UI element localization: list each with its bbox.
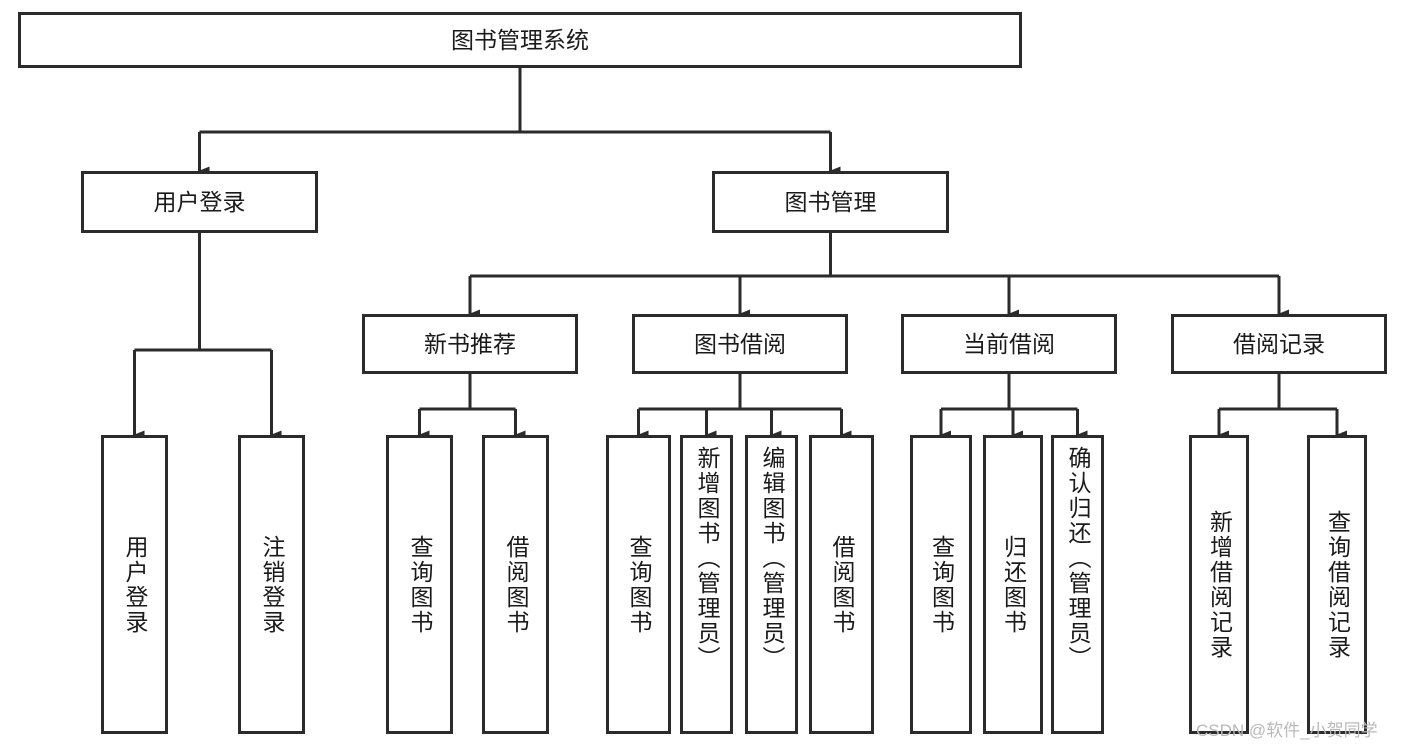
node-leaf-query-book-1: 查询图书 [386,435,453,734]
node-label: 注销登录 [259,534,285,635]
node-label: 借阅图书 [829,534,855,635]
node-label: 查询图书 [407,534,433,635]
node-label: 当前借阅 [963,330,1055,357]
node-label: 编辑图书（管理员） [759,446,785,671]
node-label: 查询借阅记录 [1324,509,1351,660]
node-leaf-confirm-return-admin: 确认归还（管理员） [1051,435,1104,734]
node-leaf-user-login: 用户登录 [101,435,168,734]
node-label: 查询图书 [928,534,955,635]
node-label: 新书推荐 [424,330,516,357]
node-leaf-edit-book-admin: 编辑图书（管理员） [745,435,798,734]
node-user-login: 用户登录 [81,171,318,233]
node-leaf-borrow-book-2: 借阅图书 [809,435,874,734]
node-leaf-query-borrow-record: 查询借阅记录 [1307,435,1367,734]
node-label: 用户登录 [153,188,246,215]
node-label: 借阅记录 [1233,330,1325,357]
node-label: 用户登录 [122,534,148,635]
node-leaf-query-book-2: 查询图书 [606,435,671,734]
node-leaf-query-book-3: 查询图书 [910,435,972,734]
node-current-borrow: 当前借阅 [901,314,1117,374]
node-book-manage: 图书管理 [712,171,949,233]
node-leaf-borrow-book-1: 借阅图书 [482,435,549,734]
node-leaf-add-book-admin: 新增图书（管理员） [680,435,733,734]
node-label: 新增图书（管理员） [694,446,720,671]
node-label: 查询图书 [626,534,652,635]
connector-lines [133,68,1347,440]
node-label: 新增借阅记录 [1206,509,1233,660]
node-leaf-return-book: 归还图书 [983,435,1043,734]
node-root: 图书管理系统 [18,12,1022,68]
node-label: 归还图书 [1000,534,1027,635]
node-book-borrow: 图书借阅 [632,314,848,374]
node-borrow-record: 借阅记录 [1171,314,1387,374]
node-label: 图书管理 [784,188,877,215]
node-label: 图书管理系统 [451,26,589,53]
node-leaf-add-borrow-record: 新增借阅记录 [1189,435,1249,734]
node-label: 图书借阅 [694,330,786,357]
node-new-book-rec: 新书推荐 [362,314,578,374]
node-label: 确认归还（管理员） [1065,446,1091,671]
node-label: 借阅图书 [503,534,529,635]
node-leaf-logout: 注销登录 [238,435,305,734]
